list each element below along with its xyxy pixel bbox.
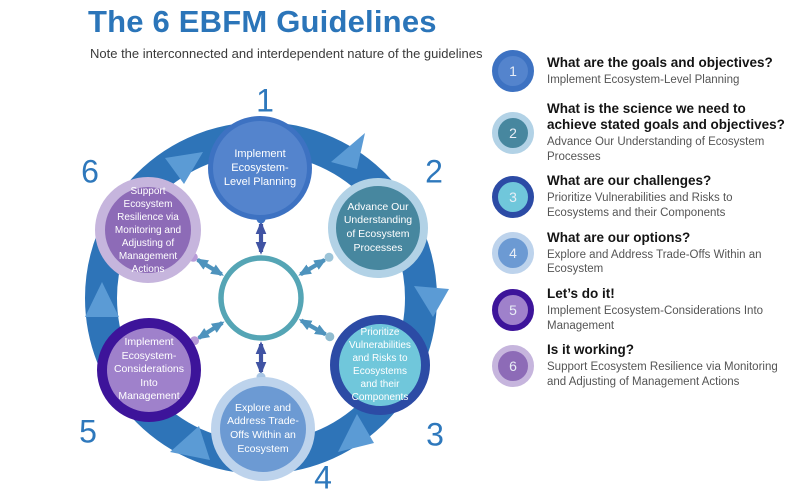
legend-badge-5: 5 — [492, 288, 534, 331]
legend-item-2: 2 What is the science we need to achieve… — [492, 101, 794, 164]
legend-heading-5: Let’s do it! — [547, 286, 615, 301]
legend-item-1: 1 What are the goals and objectives? Imp… — [492, 50, 794, 92]
node-guideline-4: Explore and Address Trade-Offs Within an… — [211, 377, 315, 481]
step-number-6: 6 — [81, 153, 99, 190]
node-guideline-5: Implement Ecosystem-Considerations Into … — [97, 318, 201, 422]
step-number-2: 2 — [425, 153, 443, 190]
legend-text-5: Let’s do it! Implement Ecosystem-Conside… — [547, 286, 794, 333]
legend-badge-1: 1 — [492, 50, 534, 92]
node-guideline-6-label: Support Ecosystem Resilience via Monitor… — [114, 185, 182, 275]
legend-heading-6: Is it working? — [547, 342, 635, 358]
connection-dot-node2 — [324, 252, 334, 262]
legend-heading-2: What is the science we need to achieve s… — [547, 101, 785, 132]
spoke-arrow-node2 — [298, 258, 327, 277]
flow-arrow-3-to-4 — [338, 414, 374, 452]
legend-text-2: What is the science we need to achieve s… — [547, 101, 794, 164]
legend-badge-1-number: 1 — [509, 63, 517, 79]
spoke-arrow-node5 — [196, 321, 225, 340]
spoke-arrow-node6 — [195, 258, 224, 277]
node-guideline-1: Implement Ecosystem-Level Planning — [208, 116, 312, 220]
step-number-1: 1 — [256, 82, 274, 119]
legend-badge-4-number: 4 — [509, 245, 517, 262]
legend-text-3: What are our challenges? Prioritize Vuln… — [547, 173, 794, 220]
flow-arrow-2-to-3 — [414, 286, 449, 317]
node-guideline-4-label: Explore and Address Trade-Offs Within an… — [227, 401, 299, 455]
legend-badge-3: 3 — [492, 175, 534, 218]
flow-arrow-5-to-6 — [85, 282, 119, 317]
legend-text-1: What are the goals and objectives? Imple… — [547, 55, 794, 88]
legend-desc-5: Implement Ecosystem-Considerations Into … — [547, 304, 764, 332]
legend-badge-4: 4 — [492, 232, 534, 275]
node-guideline-5-label: Implement Ecosystem-Considerations Into … — [113, 335, 185, 403]
node-guideline-3-label: Prioritize Vulnerabilities and Risks to … — [349, 327, 411, 403]
legend-item-3: 3 What are our challenges? Prioritize Vu… — [492, 173, 794, 220]
legend-desc-2: Advance Our Understanding of Ecosystem P… — [547, 135, 765, 163]
page-subtitle: Note the interconnected and interdepende… — [90, 46, 483, 61]
legend-item-6: 6 Is it working? Support Ecosystem Resil… — [492, 342, 794, 389]
legend-badge-6-number: 6 — [509, 358, 517, 375]
connection-dot-node3 — [325, 332, 335, 342]
spoke-arrow-node3 — [298, 318, 328, 337]
node-guideline-3: Prioritize Vulnerabilities and Risks to … — [330, 315, 430, 415]
legend-text-4: What are our options? Explore and Addres… — [547, 230, 794, 277]
legend-desc-3: Prioritize Vulnerabilities and Risks to … — [547, 192, 733, 219]
flow-arrow-6-to-1 — [165, 152, 203, 184]
legend-badge-2-number: 2 — [509, 124, 517, 141]
legend-heading-3: What are our challenges? — [547, 173, 712, 189]
page-title: The 6 EBFM Guidelines — [88, 4, 437, 39]
legend: 1 What are the goals and objectives? Imp… — [492, 50, 794, 399]
legend-desc-6: Support Ecosystem Resilience via Monitor… — [547, 361, 778, 388]
step-number-5: 5 — [79, 413, 97, 450]
step-number-3: 3 — [426, 416, 444, 453]
legend-heading-1: What are the goals and objectives? — [547, 54, 773, 70]
node-guideline-6: Support Ecosystem Resilience via Monitor… — [95, 177, 201, 283]
legend-badge-6: 6 — [492, 345, 534, 388]
legend-badge-5-number: 5 — [509, 301, 517, 318]
step-number-4: 4 — [314, 459, 332, 496]
legend-item-4: 4 What are our options? Explore and Addr… — [492, 230, 794, 277]
flow-arrow-1-to-2 — [331, 133, 365, 169]
legend-desc-4: Explore and Address Trade-Offs Within an… — [547, 248, 762, 276]
legend-item-5: 5 Let’s do it! Implement Ecosystem-Consi… — [492, 286, 794, 333]
hub-ring — [218, 255, 304, 341]
node-guideline-2-label: Advance Our Understanding of Ecosystem P… — [343, 200, 413, 254]
legend-heading-4: What are our options? — [547, 229, 691, 245]
node-guideline-1-label: Implement Ecosystem-Level Planning — [223, 147, 297, 189]
legend-desc-1: Implement Ecosystem-Level Planning — [547, 73, 740, 86]
node-guideline-2: Advance Our Understanding of Ecosystem P… — [328, 178, 428, 278]
legend-text-6: Is it working? Support Ecosystem Resilie… — [547, 342, 794, 389]
legend-badge-2: 2 — [492, 111, 534, 154]
legend-badge-3-number: 3 — [509, 188, 517, 205]
flow-arrow-4-to-5 — [170, 426, 210, 460]
